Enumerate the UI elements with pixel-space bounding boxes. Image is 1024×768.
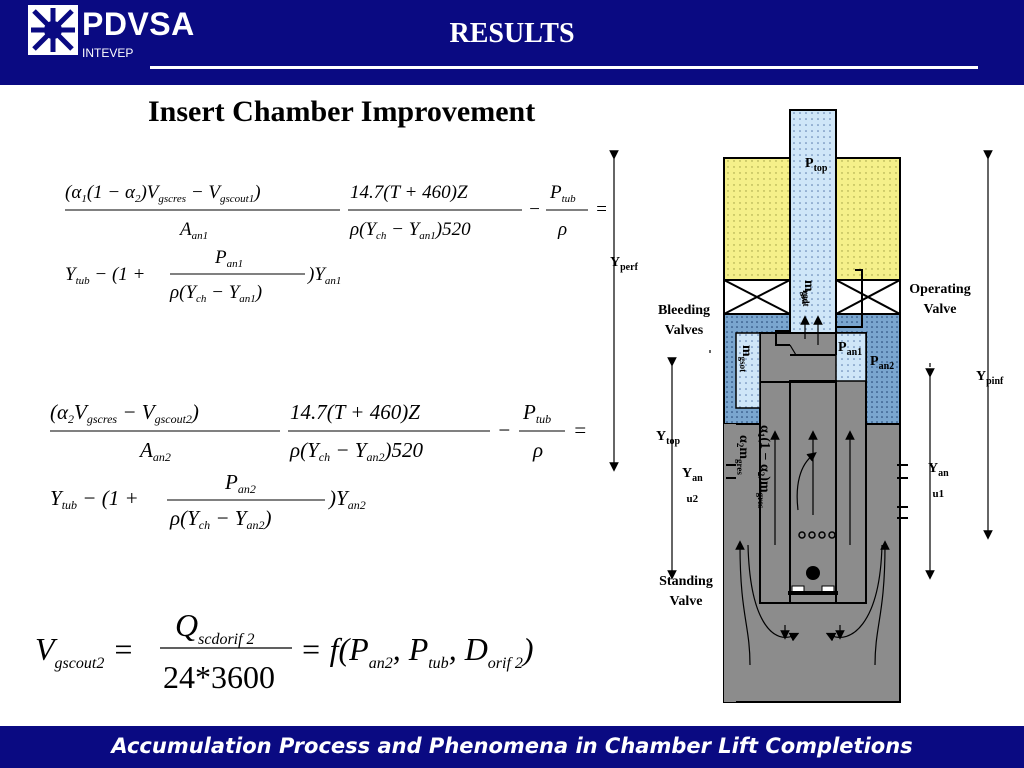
svg-text:)Yan1: )Yan1: [307, 264, 341, 287]
label-y-perf: Yperf: [610, 255, 638, 273]
svg-text:ρ: ρ: [532, 438, 543, 462]
svg-text:= f(Pan2, Ptub, Dorif 2): = f(Pan2, Ptub, Dorif 2): [300, 631, 534, 672]
svg-text:ρ(Ych − Yan1)520: ρ(Ych − Yan1)520: [349, 219, 471, 242]
svg-text:α1(1 − α2)mgres: α1(1 − α2)mgres: [756, 425, 772, 509]
tubing-top: [789, 109, 837, 356]
chamber-lift-diagram: mgsa rgdt mgsot α1(1 − α2)mgres α2mgres: [609, 109, 993, 703]
standing-valve-ball-icon: [806, 566, 820, 580]
svg-text:Pan2: Pan2: [224, 470, 256, 496]
svg-text:Pan1: Pan1: [214, 247, 243, 270]
packer-right-icon: [835, 279, 901, 315]
svg-text:Ptub: Ptub: [522, 400, 551, 426]
label-y-an-left: Yan u2: [682, 466, 703, 505]
slide-subtitle: Insert Chamber Improvement: [148, 95, 536, 128]
header-divider: [150, 66, 978, 69]
svg-text:−: −: [528, 199, 541, 220]
svg-text:ρ(Ych − Yan2)520: ρ(Ych − Yan2)520: [289, 438, 423, 464]
equation-annulus-1: (α1(1 − α2)Vgscres − Vgscout1) Aan1 14.7…: [65, 182, 608, 305]
label-p-an1: Pan1: [838, 340, 863, 358]
svg-text:(α1(1 − α2)Vgscres − Vgscout1): (α1(1 − α2)Vgscres − Vgscout1): [65, 182, 261, 205]
svg-text:Aan1: Aan1: [178, 219, 208, 242]
label-y-top: Ytop: [656, 429, 681, 447]
svg-text:(α2Vgscres − Vgscout2): (α2Vgscres − Vgscout2): [50, 400, 199, 426]
svg-text:ρ(Ych − Yan1): ρ(Ych − Yan1): [169, 282, 262, 305]
svg-text:14.7(T + 460)Z: 14.7(T + 460)Z: [290, 400, 420, 424]
page-title: RESULTS: [449, 18, 575, 49]
label-y-pinf: Ypinf: [976, 369, 1004, 387]
footer-bar: Accumulation Process and Phenomena in Ch…: [0, 726, 1024, 768]
header-bar: PDVSA INTEVEP RESULTS: [0, 0, 1024, 85]
svg-text:24*3600: 24*3600: [163, 659, 275, 695]
svg-text:Qscdorif 2: Qscdorif 2: [175, 607, 255, 648]
footer-text: Accumulation Process and Phenomena in Ch…: [111, 734, 913, 758]
svg-text:Ytub − (1 +: Ytub − (1 +: [65, 264, 145, 287]
packer-left-icon: [723, 279, 791, 315]
logo-subtitle: INTEVEP: [82, 46, 134, 60]
svg-text:Ptub: Ptub: [549, 182, 576, 205]
pdvsa-logo-icon: [28, 5, 78, 55]
equation-gscout2: Vgscout2 = Qscdorif 2 24*3600 = f(Pan2, …: [35, 607, 534, 695]
label-y-an-right: Yan u1: [928, 461, 949, 500]
svg-text:ρ: ρ: [557, 219, 567, 240]
equation-annulus-2: (α2Vgscres − Vgscout2) Aan2 14.7(T + 460…: [50, 400, 587, 532]
svg-text:ρ(Ych − Yan2): ρ(Ych − Yan2): [169, 506, 271, 532]
label-operating-valve: Operating Valve: [909, 282, 971, 317]
label-p-top: Ptop: [805, 156, 828, 174]
svg-text:Vgscout2 =: Vgscout2 =: [35, 631, 134, 672]
logo-name: PDVSA: [82, 6, 195, 42]
svg-text:=: =: [595, 199, 608, 220]
svg-text:−: −: [497, 418, 511, 442]
svg-text:Ytub − (1 +: Ytub − (1 +: [50, 486, 139, 512]
svg-text:Aan2: Aan2: [138, 438, 171, 464]
label-p-an2: Pan2: [870, 354, 895, 372]
svg-text:rgdt: rgdt: [801, 290, 811, 307]
label-standing-valve: Standing Valve: [659, 574, 713, 609]
label-bleeding-valves: Bleeding Valves: [657, 303, 711, 338]
svg-text:)Yan2: )Yan2: [328, 486, 366, 512]
svg-text:14.7(T + 460)Z: 14.7(T + 460)Z: [350, 182, 468, 203]
svg-text:=: =: [573, 418, 587, 442]
